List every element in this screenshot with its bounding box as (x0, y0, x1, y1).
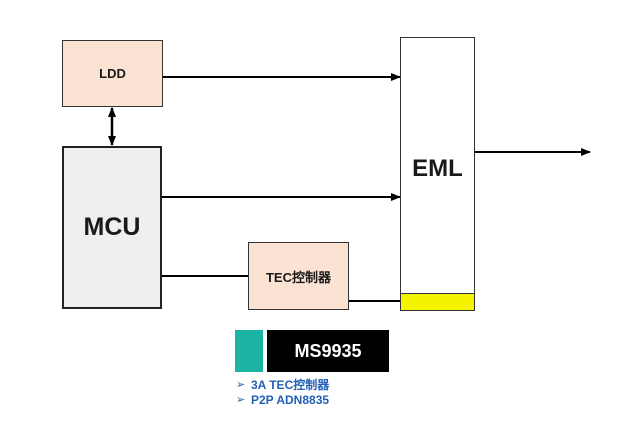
ldd-label: LDD (99, 66, 126, 81)
eml-tec-marker (401, 293, 474, 310)
list-item: ➢ P2P ADN8835 (236, 393, 329, 408)
eml-block: EML (400, 37, 475, 311)
eml-label: EML (412, 155, 463, 182)
chip-badge: MS9935 (235, 330, 389, 372)
tec-controller-block: TEC控制器 (248, 242, 349, 310)
chip-accent-bar (235, 330, 263, 372)
arrow-bullet-icon: ➢ (236, 379, 246, 391)
feature-text: P2P ADN8835 (251, 393, 330, 407)
ldd-block: LDD (62, 40, 163, 107)
tec-controller-label: TEC控制器 (265, 269, 331, 285)
mcu-label: MCU (83, 213, 141, 241)
feature-text: 3A TEC控制器 (251, 378, 330, 392)
chip-name: MS9935 (267, 330, 389, 372)
feature-list: ➢ 3A TEC控制器 ➢ P2P ADN8835 (236, 378, 329, 408)
mcu-block: MCU (62, 146, 162, 309)
chip-gap (263, 330, 267, 372)
arrow-bullet-icon: ➢ (236, 394, 246, 406)
list-item: ➢ 3A TEC控制器 (236, 378, 329, 393)
